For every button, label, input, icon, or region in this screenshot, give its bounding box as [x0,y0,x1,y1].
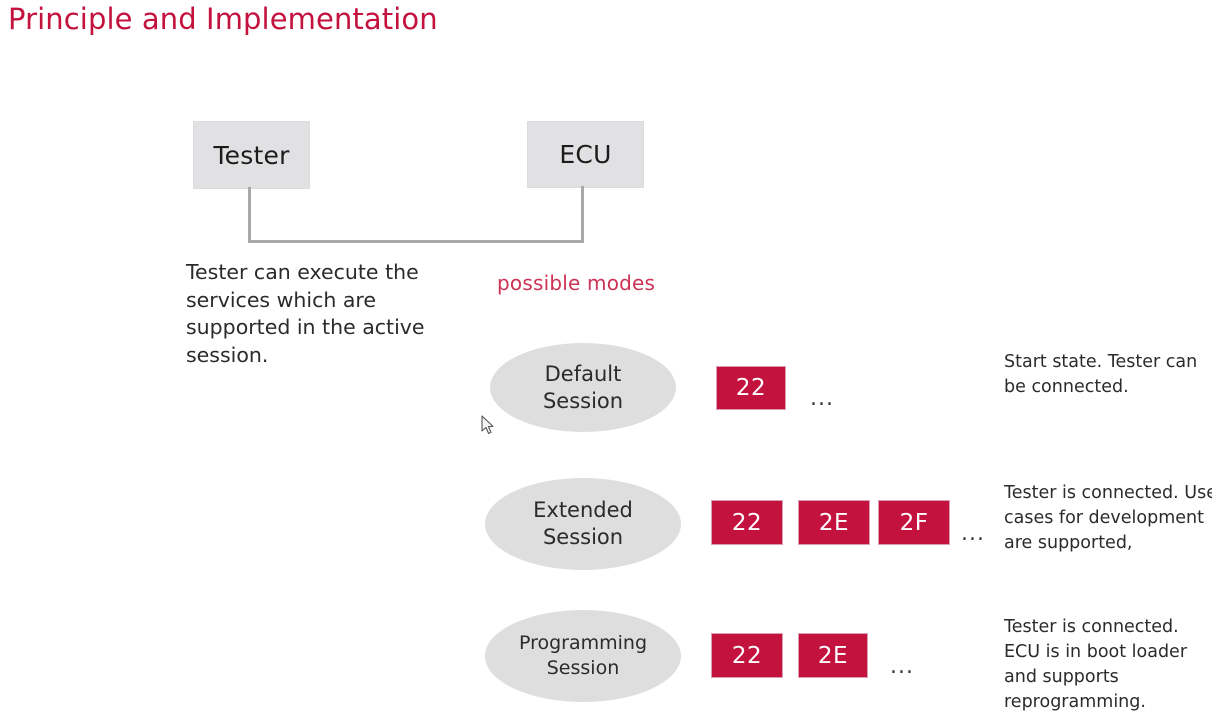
session-description: Tester is connected. ECU is in boot load… [1004,617,1188,712]
service-box-label: 22 [731,509,763,536]
service-box-label: 2F [899,509,929,536]
node-ecu: ECU [527,121,644,188]
service-box[interactable]: 2E [798,633,868,678]
node-ecu-label: ECU [559,140,612,169]
node-tester: Tester [193,121,310,189]
mouse-cursor-icon [481,415,494,435]
session-description: Start state. Tester can be connected. [1004,352,1198,397]
session-description: Tester is connected. Use cases for devel… [1004,483,1212,553]
service-box-label: 22 [731,642,763,669]
service-box[interactable]: 22 [711,633,783,678]
service-box[interactable]: 22 [711,500,783,545]
session-name-line1: Extended [533,498,633,522]
node-tester-label: Tester [213,140,290,170]
session-name-line1: Default [544,361,622,386]
session-ellipse-programming: Programming Session [485,610,681,702]
connector-line-right [581,186,584,243]
session-name-line2: Session [542,525,624,549]
connector-line-left [248,187,251,243]
service-box[interactable]: 22 [716,366,786,410]
service-box[interactable]: 2F [878,500,950,545]
services-ellipsis: ... [961,521,985,546]
service-box-label: 2E [817,642,849,669]
session-ellipse-extended: Extended Session [485,478,681,570]
service-box[interactable]: 2E [798,500,870,545]
session-ellipse-default: Default Session [490,343,676,432]
service-box-label: 2E [818,509,850,536]
session-name-line1: Programming [518,632,648,654]
service-box-label: 22 [735,375,767,401]
services-ellipsis: ... [810,386,834,411]
connector-line-bottom [248,240,584,243]
page-title: Principle and Implementation [8,2,438,36]
session-name-line2: Session [546,657,620,679]
session-name-line2: Session [542,388,624,413]
possible-modes-label: possible modes [497,271,656,295]
services-ellipsis: ... [890,654,914,679]
tester-caption: Tester can execute the services which ar… [186,260,425,367]
